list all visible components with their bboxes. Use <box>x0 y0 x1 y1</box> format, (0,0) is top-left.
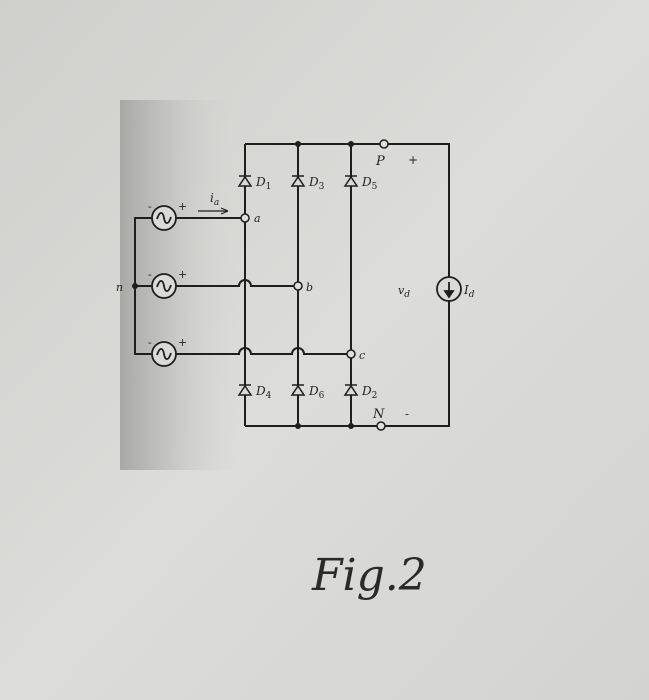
polarity-minus: - <box>148 200 152 213</box>
label-p: P <box>375 154 385 169</box>
diode-D3: D3 <box>290 175 325 192</box>
terminal-p <box>379 139 389 149</box>
node-c-terminal <box>346 349 356 359</box>
label-n: N <box>372 407 385 422</box>
diode-label: D4 <box>255 384 272 401</box>
label-b: b <box>306 281 313 294</box>
label-vd: vd <box>398 284 410 300</box>
diode-label: D5 <box>361 175 378 192</box>
diode-label: D1 <box>255 175 271 192</box>
polarity-minus: - <box>148 336 152 349</box>
ac-source-a: -+ <box>148 200 187 231</box>
diode-D5: D5 <box>343 175 378 192</box>
current-arrow-icon <box>198 207 229 215</box>
polarity-plus: + <box>178 336 187 349</box>
ac-source-c: -+ <box>148 336 187 367</box>
terminal-n <box>376 421 386 431</box>
diode-label: D3 <box>308 175 325 192</box>
label-a: a <box>254 212 261 225</box>
diode-D1: D1 <box>237 175 271 192</box>
diode-label: D2 <box>361 384 377 401</box>
caption-text: Fig.2 <box>311 550 427 601</box>
diode-D4: D4 <box>237 384 272 401</box>
node-a-terminal <box>240 213 250 223</box>
diode-D6: D6 <box>290 384 325 401</box>
label-id: Id <box>463 283 475 300</box>
label-plus: + <box>408 153 418 167</box>
polarity-plus: + <box>178 200 187 213</box>
label-minus: - <box>405 407 409 421</box>
diode-D2: D2 <box>343 384 377 401</box>
junction-dots <box>132 141 354 429</box>
label-ia: ia <box>210 191 219 208</box>
polarity-plus: + <box>178 268 187 281</box>
label-n-neutral: n <box>116 281 123 294</box>
wires <box>134 143 450 427</box>
node-b-terminal <box>293 281 303 291</box>
polarity-minus: - <box>148 268 152 281</box>
diode-label: D6 <box>308 384 325 401</box>
current-source <box>436 276 462 302</box>
ac-source-b: -+ <box>148 268 187 299</box>
label-c: c <box>359 349 365 362</box>
